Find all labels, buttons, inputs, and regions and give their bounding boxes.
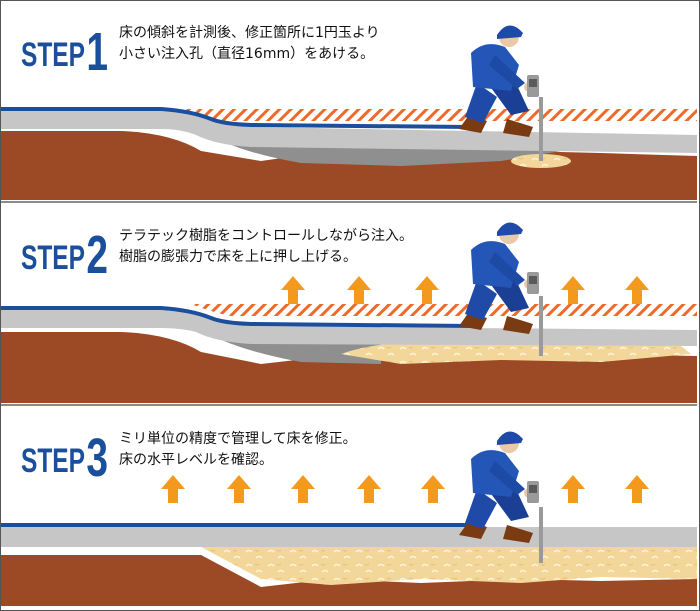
up-arrow xyxy=(415,276,439,304)
floor-line xyxy=(1,107,472,129)
step-1-panel: STEP1 床の傾斜を計測後、修正箇所に1円玉より 小さい注入孔（直径16mm）… xyxy=(1,1,697,200)
step-3-description: ミリ単位の精度で管理して床を修正。 床の水平レベルを確認。 xyxy=(119,429,357,471)
step-1-line-2: 小さい注入孔（直径16mm）をあける。 xyxy=(119,46,375,62)
injection-rod xyxy=(539,97,543,161)
up-arrow xyxy=(421,475,445,503)
divider xyxy=(1,201,697,203)
up-arrow xyxy=(347,276,371,304)
step-3-illustration xyxy=(1,431,697,606)
step-1-illustration xyxy=(1,25,697,200)
up-arrow xyxy=(227,475,251,503)
floor-slab xyxy=(1,111,697,153)
resin-filled xyxy=(201,547,697,585)
resin-expanding xyxy=(341,342,691,364)
step-1-line-1: 床の傾斜を計測後、修正箇所に1円玉より xyxy=(119,25,380,41)
worker xyxy=(459,222,539,334)
floor-slab xyxy=(1,527,697,547)
up-arrow xyxy=(357,475,381,503)
up-arrow xyxy=(281,276,305,304)
step-2-panel: STEP2 テラテック樹脂をコントロールしながら注入。 樹脂の膨張力で床を上に押… xyxy=(1,204,697,403)
step-2-description: テラテック樹脂をコントロールしながら注入。 樹脂の膨張力で床を上に押し上げる。 xyxy=(119,226,413,268)
soil xyxy=(1,332,697,403)
step-3-panel: STEP3 ミリ単位の精度で管理して床を修正。 床の水平レベルを確認。 xyxy=(1,407,697,606)
worker xyxy=(459,431,539,543)
step-3-label: STEP3 xyxy=(21,428,109,488)
step-2-line-2: 樹脂の膨張力で床を上に押し上げる。 xyxy=(119,249,357,265)
step-2-line-1: テラテック樹脂をコントロールしながら注入。 xyxy=(119,228,413,244)
step-2-illustration xyxy=(1,222,697,403)
step-3-line-2: 床の水平レベルを確認。 xyxy=(119,452,273,468)
soil xyxy=(1,131,697,200)
injection-rod xyxy=(539,296,543,356)
up-arrow xyxy=(625,276,649,304)
up-arrow xyxy=(625,475,649,503)
target-level-hatch xyxy=(191,304,697,316)
floor-slab xyxy=(1,310,697,346)
target-level-hatch xyxy=(181,109,697,121)
divider xyxy=(1,404,697,406)
injection-rod xyxy=(539,507,543,563)
up-arrow xyxy=(561,276,585,304)
up-arrow xyxy=(291,475,315,503)
step-1-description: 床の傾斜を計測後、修正箇所に1円玉より 小さい注入孔（直径16mm）をあける。 xyxy=(119,23,380,65)
step-2-label: STEP2 xyxy=(21,225,109,285)
up-arrow xyxy=(161,475,185,503)
floor-line xyxy=(1,306,472,328)
step-1-label: STEP1 xyxy=(21,22,109,82)
step-3-line-1: ミリ単位の精度で管理して床を修正。 xyxy=(119,431,357,447)
up-arrow xyxy=(561,475,585,503)
